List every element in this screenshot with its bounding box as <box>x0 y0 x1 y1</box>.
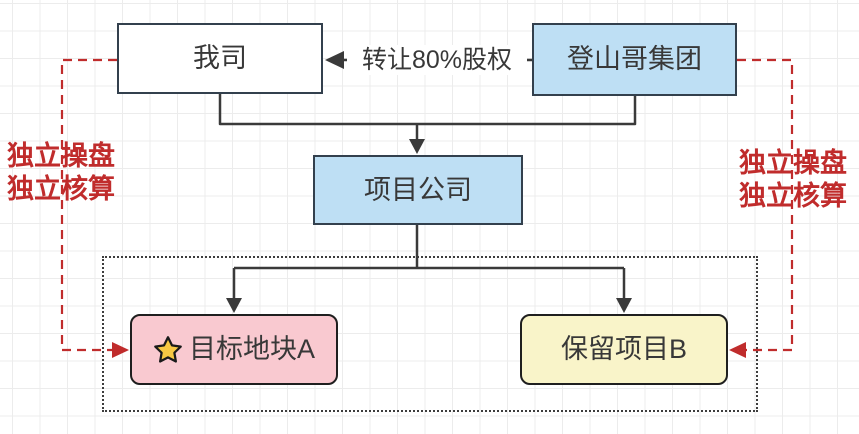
annotation-line: 独立操盘 <box>739 148 847 178</box>
node-project-company[interactable]: 项目公司 <box>313 155 523 225</box>
project-group-frame <box>102 256 758 412</box>
annotation-line: 独立操盘 <box>7 141 115 171</box>
node-label: 登山哥集团 <box>567 44 702 74</box>
red-arrowhead-right-icon <box>112 342 129 358</box>
down-arrowhead-icon <box>616 298 632 313</box>
transfer-edge-label-text: 转让80%股权 <box>361 45 513 74</box>
bottom-split-connector <box>232 224 626 299</box>
down-arrowhead-icon <box>226 298 242 313</box>
red-dashed-right-link <box>737 58 794 352</box>
node-label: 项目公司 <box>364 174 472 205</box>
node-label: 保留项目B <box>560 334 687 364</box>
annotation-right: 独立操盘 独立核算 <box>739 147 847 213</box>
node-our-company[interactable]: 我司 <box>117 23 323 94</box>
node-label: 目标地块A <box>188 334 315 364</box>
star-icon <box>154 335 182 363</box>
red-dashed-left-link <box>60 58 117 352</box>
node-reserved-project-b[interactable]: 保留项目B <box>520 314 728 385</box>
annotation-left: 独立操盘 独立核算 <box>7 140 115 206</box>
node-dengshan-group[interactable]: 登山哥集团 <box>532 23 737 96</box>
node-label: 我司 <box>193 43 247 73</box>
transfer-edge-label: 转让80%股权 <box>347 45 527 75</box>
red-arrowhead-left-icon <box>729 342 746 358</box>
annotation-line: 独立核算 <box>7 174 115 204</box>
node-target-plot-a[interactable]: 目标地块A <box>130 314 338 385</box>
top-merge-connector <box>218 94 637 126</box>
down-arrowhead-icon <box>409 139 425 154</box>
annotation-line: 独立核算 <box>739 181 847 211</box>
left-arrowhead-icon <box>325 51 344 69</box>
